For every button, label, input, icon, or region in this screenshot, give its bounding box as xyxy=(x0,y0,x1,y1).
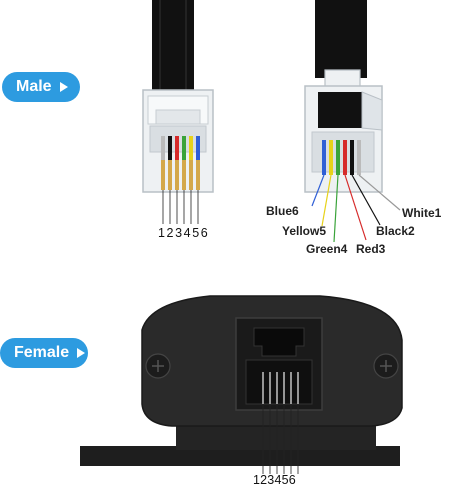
wire-label-green: Green4 xyxy=(306,242,348,256)
male-plug-front xyxy=(142,0,214,224)
female-badge: Female xyxy=(0,338,88,368)
wire-label-black: Black2 xyxy=(376,224,415,238)
wire-label-white: White1 xyxy=(402,206,442,220)
male-badge-label: Male xyxy=(16,78,52,95)
female-badge-label: Female xyxy=(14,344,70,361)
play-arrow-icon xyxy=(77,348,86,358)
pin-numbers-female: 123456 xyxy=(253,473,296,487)
wire-label-yellow: Yellow5 xyxy=(282,224,327,238)
pin-numbers-male: 123456 xyxy=(158,226,210,240)
wire-label-blue: Blue6 xyxy=(266,204,299,218)
male-plug-side xyxy=(304,0,401,243)
male-badge: Male xyxy=(2,72,80,102)
flat-cable-left xyxy=(152,0,194,92)
flat-cable-right xyxy=(315,0,367,78)
female-jack xyxy=(80,295,403,474)
play-arrow-icon xyxy=(59,82,68,92)
wire-label-red: Red3 xyxy=(356,242,386,256)
